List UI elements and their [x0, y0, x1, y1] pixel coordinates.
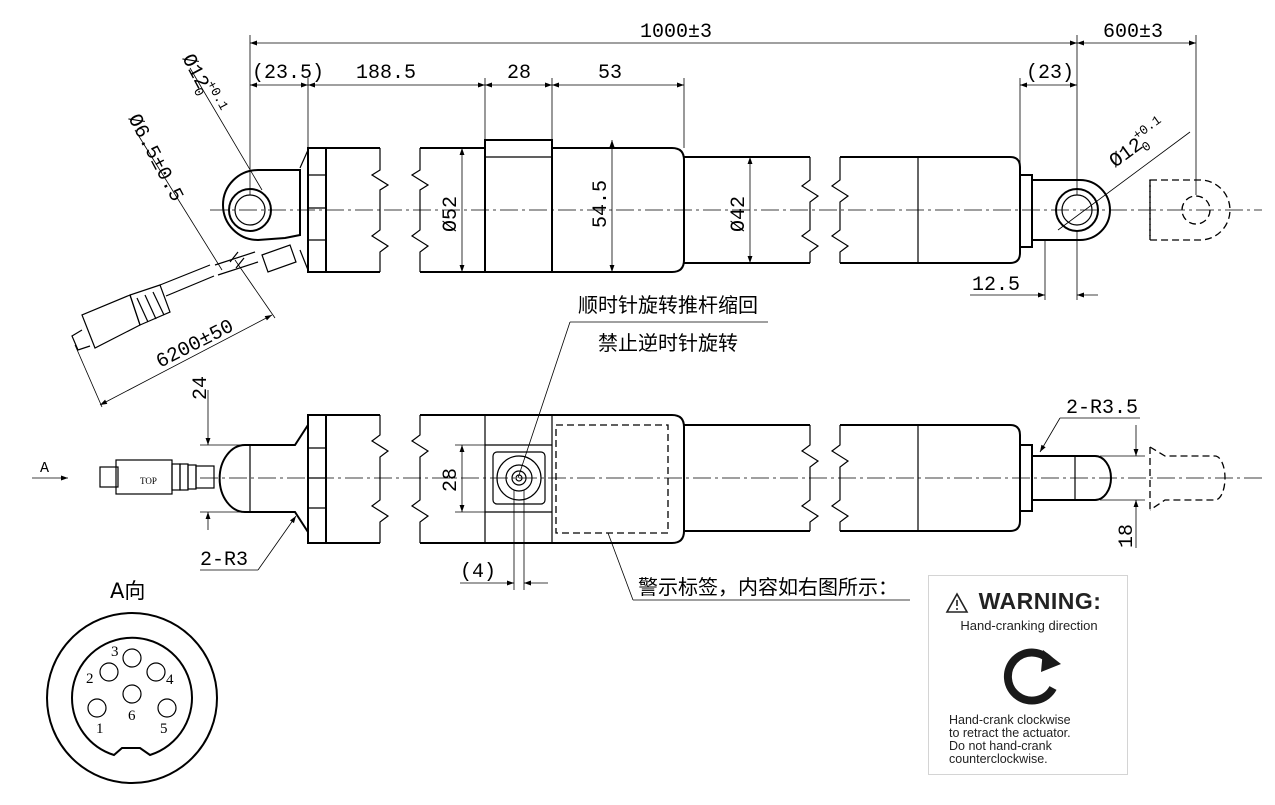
dim-front-offset: (23)	[1026, 62, 1074, 85]
warning-label-card: WARNING: Hand-cranking direction Hand-cr…	[928, 575, 1128, 775]
dim-front-hole-tol-upper: +0.1	[1130, 113, 1164, 144]
dim-rod-radius: 2-R3.5	[1066, 397, 1138, 420]
view-arrow-a: A	[40, 460, 49, 477]
dim-cable-dia: Ø6.5±0.5	[122, 110, 187, 206]
front-clevis	[1031, 179, 1111, 241]
dim-plug-height: 24	[190, 376, 213, 400]
warning-triangle-icon	[945, 592, 969, 613]
note-warning-label: 警示标签，内容如右图所示：	[638, 575, 898, 599]
warning-line-2: to retract the actuator.	[949, 726, 1071, 740]
connector-top-label: TOP	[140, 476, 157, 486]
pin-label-3: 3	[111, 644, 119, 660]
motor-cap	[307, 147, 430, 273]
dim-gear-width: 54.5	[590, 180, 613, 228]
note-crank-line2: 禁止逆时针旋转	[598, 331, 738, 355]
rear-clevis	[222, 149, 309, 271]
side-view: A TOP	[32, 376, 1262, 601]
warning-title: WARNING:	[978, 588, 1102, 614]
dim-total-length: 1000±3	[640, 21, 712, 44]
dim-crank-offset: (4)	[460, 561, 496, 584]
clockwise-arrow-icon	[1003, 648, 1061, 705]
warning-line-4: counterclockwise.	[949, 752, 1048, 766]
warning-subtitle: Hand-cranking direction	[960, 618, 1098, 633]
cable	[71, 244, 297, 351]
pin-label-1: 1	[96, 721, 104, 737]
outer-tube	[684, 156, 1033, 264]
connector-end-view: A向 1 2 3 4 5 6	[46, 579, 218, 784]
dim-seg-28: 28	[507, 62, 531, 85]
dim-rear-hole-tol-upper: +0.1	[203, 78, 231, 113]
pin-label-2: 2	[86, 671, 94, 687]
dim-motor-radius: 2-R3	[200, 549, 248, 572]
crank-socket	[492, 451, 546, 505]
extended-clevis	[1149, 179, 1231, 241]
dim-rear-offset: (23.5)	[252, 62, 324, 85]
view-title-a: A向	[110, 579, 145, 603]
dim-cable-length: 6200±50	[153, 316, 238, 375]
pin-label-5: 5	[160, 721, 168, 737]
dim-seg-188: 188.5	[356, 62, 416, 85]
dim-motor-dia: Ø52	[440, 196, 463, 232]
dim-stroke: 600±3	[1103, 21, 1163, 44]
dim-seg-53: 53	[598, 62, 622, 85]
dim-crank-width: 28	[440, 468, 463, 492]
warning-line-1: Hand-crank clockwise	[949, 713, 1071, 727]
dim-rod-end: 12.5	[972, 274, 1020, 297]
gearbox	[420, 139, 685, 273]
dim-tube-dia: Ø42	[728, 196, 751, 232]
dim-rod-width: 18	[1116, 524, 1139, 548]
pin-label-6: 6	[128, 708, 136, 724]
connector-plug: TOP	[99, 459, 215, 495]
pin-label-4: 4	[166, 672, 174, 688]
note-crank-line1: 顺时针旋转推杆缩回	[578, 293, 758, 317]
warning-line-3: Do not hand-crank	[949, 739, 1052, 753]
